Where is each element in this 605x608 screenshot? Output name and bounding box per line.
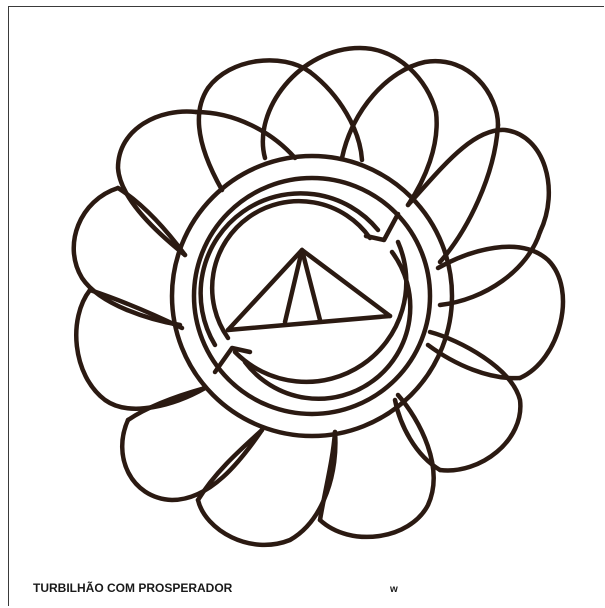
prosperador-pyramid xyxy=(228,250,390,330)
petal xyxy=(430,332,520,470)
inner-arc-top-inner xyxy=(212,201,370,338)
corner-mark: w xyxy=(390,584,398,595)
symbol-title: TURBILHÃO COM PROSPERADOR xyxy=(33,581,232,595)
petal xyxy=(198,432,335,545)
petal xyxy=(438,247,563,378)
petal xyxy=(320,395,434,537)
petal xyxy=(342,61,498,158)
outer-swirl-petals xyxy=(74,48,563,545)
petal xyxy=(122,420,262,500)
arrowhead-right xyxy=(366,214,398,240)
